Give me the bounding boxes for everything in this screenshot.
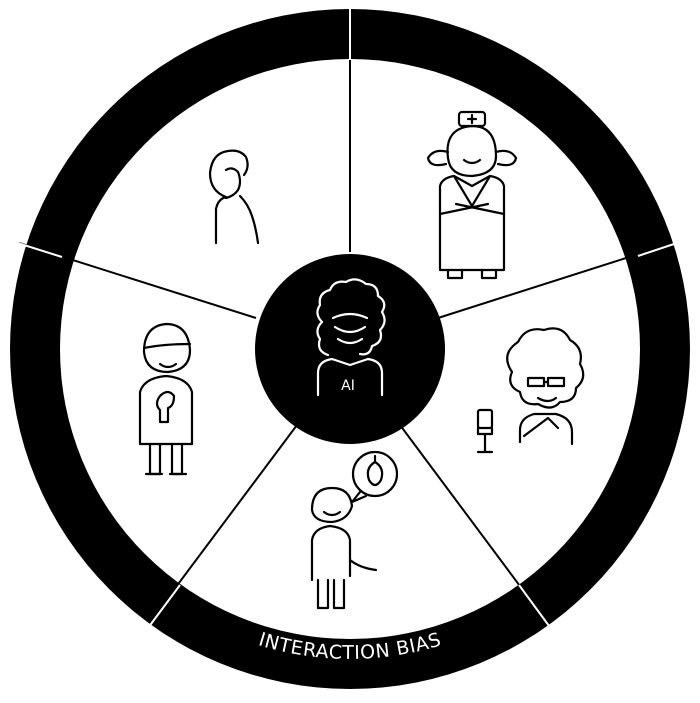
- ring-gaps: [7, 8, 693, 631]
- nurse-icon: [426, 110, 518, 280]
- person-with-pear-speech-icon: [310, 450, 399, 610]
- hub-circle: [255, 254, 445, 444]
- person-profile-icon: [208, 149, 260, 245]
- person-with-comb-icon: [476, 327, 585, 454]
- hub-ai-label: AI: [341, 378, 355, 394]
- curly-haired-ai-figure-icon: [316, 278, 386, 397]
- child-with-dinosaur-shirt-icon: [138, 322, 194, 476]
